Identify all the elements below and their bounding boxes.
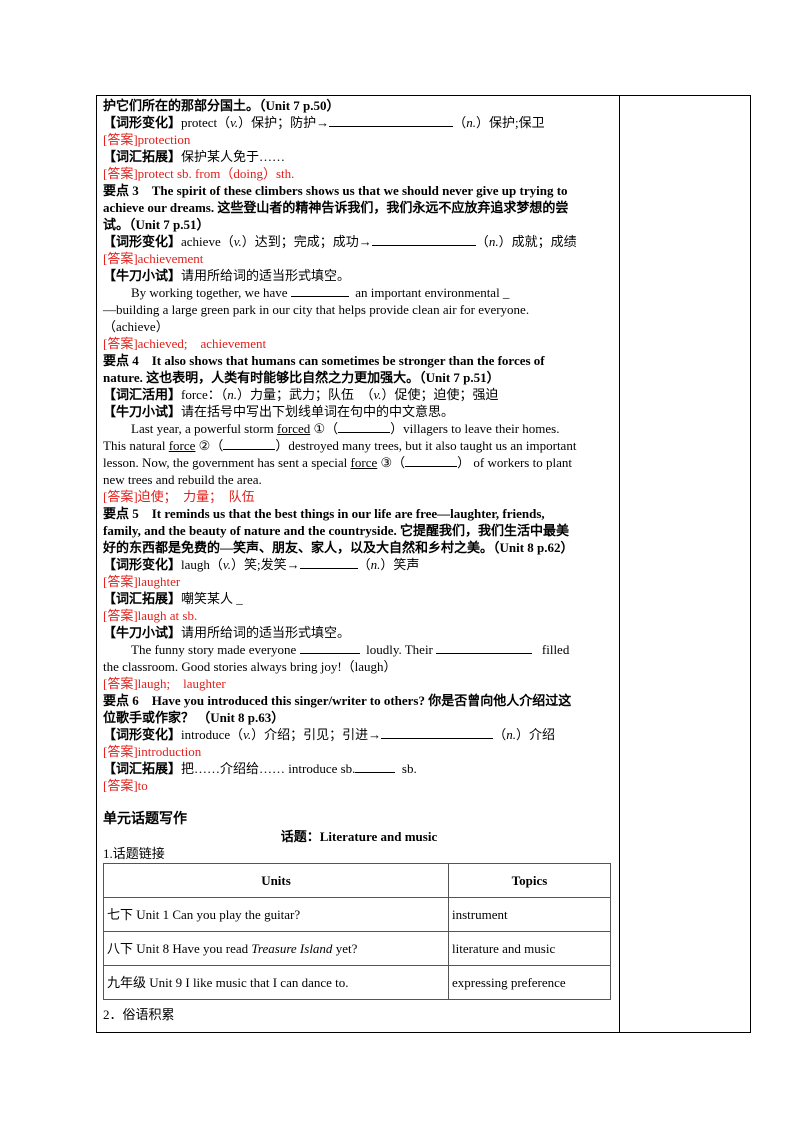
table-row: 九年级 Unit 9 I like music that I can dance… [103, 965, 611, 1000]
unit-cell: 七下 Unit 1 Can you play the guitar? [103, 897, 449, 932]
exercise-sentence: new trees and rebuild the area. [103, 472, 262, 487]
word-form-protect: 【词形变化】protect（v.）保护；防护→（n.）保护;保卫 [103, 114, 545, 130]
proverbs-title: 2．俗语积累 [103, 1007, 175, 1022]
answer: [答案]introduction [103, 744, 202, 759]
point6-heading: 位歌手或作家？ （Unit 8 p.63） [103, 710, 285, 725]
topic-cell: expressing preference [448, 965, 611, 1000]
answer-blank[interactable] [371, 233, 476, 246]
writing-topic: 话题：Literature and music [280, 829, 438, 844]
table-header-row: Units Topics [103, 863, 611, 898]
exercise-sentence: —building a large green park in our city… [103, 302, 530, 317]
answer: [答案]laugh at sb. [103, 608, 198, 623]
section-title: 单元话题写作 [103, 812, 187, 827]
exercise-sentence: Last year, a powerful storm forced ①（）vi… [131, 420, 560, 436]
answer-blank[interactable] [299, 641, 360, 654]
table-row: 八下 Unit 8 Have you read Treasure Island … [103, 931, 611, 966]
answer-blank[interactable] [436, 641, 533, 654]
vocab-extension: 【词汇拓展】嘲笑某人 _ [103, 591, 243, 606]
column-header-topics: Topics [448, 863, 611, 898]
column-divider [619, 95, 620, 1033]
point4-heading: 要点 4 It also shows that humans can somet… [103, 353, 545, 368]
answer: [答案]achievement [103, 251, 204, 266]
answer-blank[interactable] [405, 454, 458, 467]
practice-instruction: 【牛刀小试】请用所给词的适当形式填空。 [103, 268, 351, 283]
answer: [答案]achieved; achievement [103, 336, 267, 351]
answer: [答案]迫使； 力量； 队伍 [103, 489, 255, 504]
answer-blank[interactable] [299, 556, 358, 569]
answer-blank[interactable] [223, 437, 276, 450]
topic-cell: instrument [448, 897, 611, 932]
answer-blank[interactable] [338, 420, 391, 433]
table-row: 七下 Unit 1 Can you play the guitar? instr… [103, 897, 611, 932]
vocab-extension: 【词汇拓展】保护某人免于…… [103, 149, 286, 164]
vocab-extension: 【词汇拓展】把……介绍给…… introduce sb. sb. [103, 760, 417, 776]
answer-blank[interactable] [381, 726, 494, 739]
point3-heading: 试。（Unit 7 p.51） [103, 217, 210, 232]
word-form-achieve: 【词形变化】achieve（v.）达到；完成；成功→（n.）成就；成绩 [103, 233, 577, 249]
point4-heading: nature. 这也表明，人类有时能够比自然之力更加强大。（Unit 7 p.5… [103, 370, 500, 385]
point5-heading: 要点 5 It reminds us that the best things … [103, 506, 545, 521]
word-form-introduce: 【词形变化】introduce（v.）介绍；引见；引进→（n.）介绍 [103, 726, 555, 742]
practice-instruction: 【牛刀小试】请用所给词的适当形式填空。 [103, 625, 351, 640]
point3-heading: 要点 3 The spirit of these climbers shows … [103, 183, 568, 198]
unit-cell: 八下 Unit 8 Have you read Treasure Island … [103, 931, 449, 966]
point2-tail: 护它们所在的那部分国土。（Unit 7 p.50） [103, 98, 340, 113]
exercise-sentence: lesson. Now, the government has sent a s… [103, 454, 572, 470]
exercise-hint: （achieve） [103, 319, 169, 334]
word-form-laugh: 【词形变化】laugh（v.）笑;发笑→（n.）笑声 [103, 556, 420, 572]
exercise-sentence: This natural force ②（）destroyed many tre… [103, 437, 577, 453]
topic-link-title: 1.话题链接 [103, 846, 165, 861]
answer: [答案]protect sb. from（doing）sth. [103, 166, 295, 181]
answer-blank[interactable] [290, 284, 349, 297]
point5-heading: 好的东西都是免费的—笑声、朋友、家人，以及大自然和乡村之美。（Unit 8 p.… [103, 540, 574, 555]
page-frame [96, 95, 751, 1033]
answer: [答案]laugh; laughter [103, 676, 226, 691]
answer: [答案]to [103, 778, 148, 793]
exercise-sentence: the classroom. Good stories always bring… [103, 659, 397, 674]
column-header-units: Units [103, 863, 449, 898]
topic-table: Units Topics 七下 Unit 1 Can you play the … [103, 863, 611, 1000]
point5-heading: family, and the beauty of nature and the… [103, 523, 569, 538]
answer: [答案]laughter [103, 574, 181, 589]
exercise-sentence: The funny story made everyone loudly. Th… [131, 641, 570, 657]
answer-blank[interactable] [329, 114, 454, 127]
practice-instruction: 【牛刀小试】请在括号中写出下划线单词在句中的中文意思。 [103, 404, 455, 419]
lesson-content: 护它们所在的那部分国土。（Unit 7 p.50） 【词形变化】protect（… [103, 97, 615, 1023]
point6-heading: 要点 6 Have you introduced this singer/wri… [103, 693, 572, 708]
point3-heading: achieve our dreams. 这些登山者的精神告诉我们，我们永远不应放… [103, 200, 569, 215]
answer-blank[interactable] [355, 760, 396, 773]
unit-cell: 九年级 Unit 9 I like music that I can dance… [103, 965, 449, 1000]
topic-cell: literature and music [448, 931, 611, 966]
vocab-usage-force: 【词汇活用】force：（n.）力量；武力；队伍 （v.）促使；迫使；强迫 [103, 387, 499, 402]
exercise-sentence: By working together, we have an importan… [131, 284, 510, 300]
answer: [答案]protection [103, 132, 191, 147]
